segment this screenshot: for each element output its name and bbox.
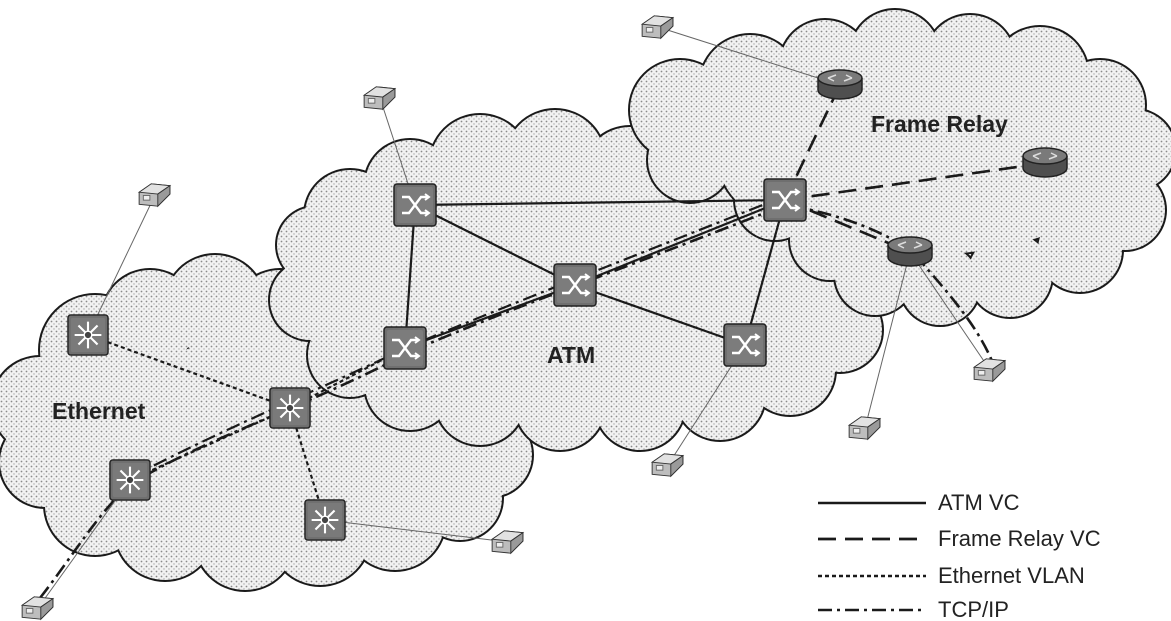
host-icon	[138, 183, 171, 207]
atm-vc-link	[574, 283, 746, 347]
atm-vc-link	[414, 204, 576, 286]
legend-lines	[818, 501, 926, 612]
host-icon	[491, 530, 524, 554]
atm-switch-icon	[723, 323, 767, 367]
host-icon	[973, 358, 1006, 382]
frame-relay-cloud-label: Frame Relay	[871, 111, 1008, 137]
atm-switch-icon	[763, 178, 807, 222]
ethernet-vlan-link	[87, 333, 291, 410]
ethernet-switch-icon	[269, 386, 311, 430]
ethernet-switch-icon	[109, 458, 151, 502]
host-icon	[848, 416, 881, 440]
host-access-link	[37, 479, 131, 609]
ethernet-vlan-link	[288, 407, 327, 521]
ethernet-cloud-label: Ethernet	[52, 398, 146, 424]
frame-relay-vc-link	[783, 84, 842, 201]
host-icon	[21, 596, 54, 620]
legend-label-atm-vc: ATM VC	[938, 490, 1020, 515]
ethernet-switch-icon	[304, 498, 346, 542]
host-access-link	[909, 251, 991, 371]
atm-vc-link	[743, 199, 787, 346]
host-access-link	[657, 26, 841, 86]
router-icon	[887, 236, 933, 267]
legend-label-frame-relay-vc: Frame Relay VC	[938, 526, 1101, 551]
host-icon	[641, 15, 674, 39]
atm-vc-link	[414, 198, 786, 207]
host-access-link	[324, 519, 509, 543]
atm-switch-icon	[553, 263, 597, 307]
atm-switch-icon	[393, 183, 437, 227]
host-access-link	[87, 194, 156, 336]
atm-cloud-label: ATM	[547, 342, 596, 368]
ethernet-vlan-link	[129, 406, 291, 482]
atm-switch-icon	[383, 326, 427, 370]
router-icon	[1022, 147, 1068, 178]
legend-label-ethernet-vlan: Ethernet VLAN	[938, 563, 1085, 588]
atm-vc-link	[403, 204, 417, 349]
host-access-link	[864, 251, 911, 429]
ethernet-switch-icon	[67, 313, 109, 357]
host-icon	[363, 86, 396, 110]
host-icon	[651, 453, 684, 477]
legend-label-tcp-ip: TCP/IP	[938, 597, 1009, 621]
router-icon	[817, 69, 863, 100]
frame-relay-vc-link	[784, 161, 1046, 202]
atm-vc-link	[574, 198, 786, 287]
